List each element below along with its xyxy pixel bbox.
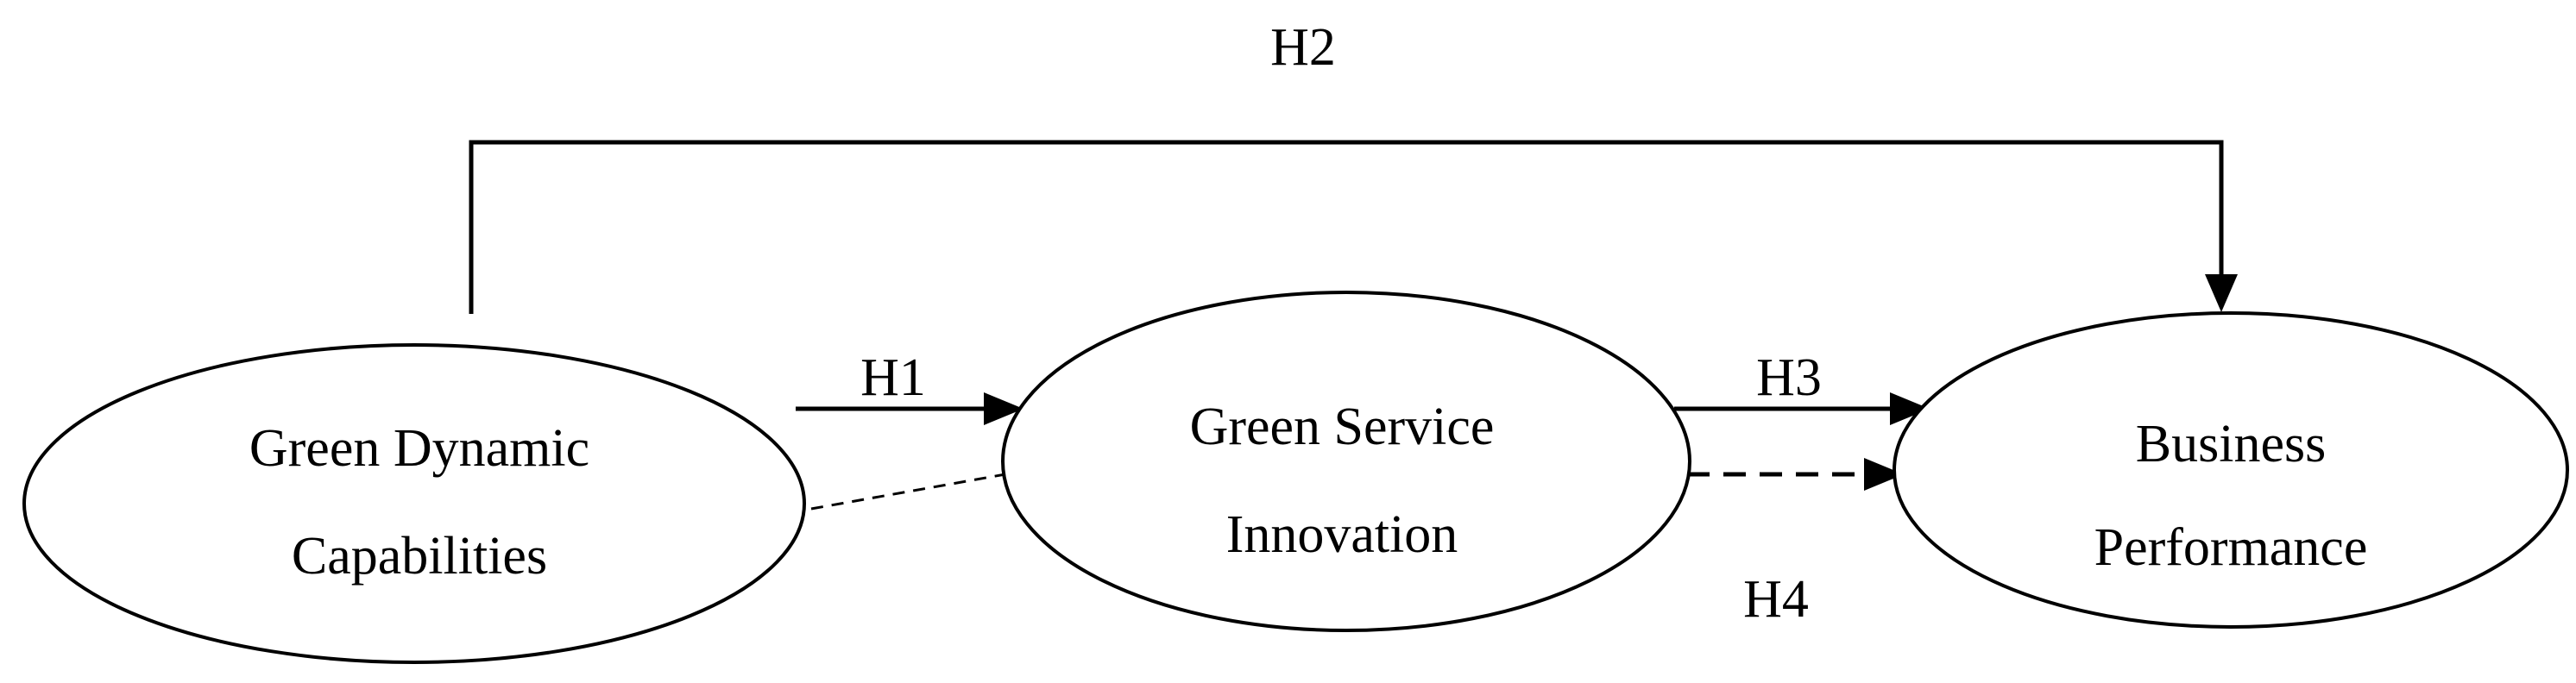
edge-h3-label: H3 <box>1756 348 1822 407</box>
node-green-service-innovation-line2: Innovation <box>1226 505 1458 564</box>
node-business-performance-line1: Business <box>2136 415 2326 473</box>
edge-h2 <box>469 140 2224 314</box>
node-green-dynamic-capabilities-line2: Capabilities <box>292 527 547 586</box>
edge-h2-arrowhead <box>2205 274 2238 312</box>
edge-h4-label: H4 <box>1743 570 1809 629</box>
edge-h1-arrowhead <box>984 392 1023 425</box>
edge-h3-arrowhead <box>1890 392 1930 425</box>
node-green-dynamic-capabilities: Green Dynamic Capabilities <box>22 343 806 664</box>
node-green-service-innovation: Green Service Innovation <box>1001 291 1691 632</box>
edge-h4-arrowhead <box>1864 458 1904 491</box>
node-business-performance: Business Performance <box>1893 311 2569 629</box>
edge-h1-label: H1 <box>860 348 926 407</box>
node-green-service-innovation-line1: Green Service <box>1190 398 1495 456</box>
edge-h2-label: H2 <box>1270 18 1336 77</box>
node-business-performance-line2: Performance <box>2094 518 2368 577</box>
edge-mediation-link <box>810 473 1006 511</box>
node-green-dynamic-capabilities-line1: Green Dynamic <box>249 419 589 478</box>
